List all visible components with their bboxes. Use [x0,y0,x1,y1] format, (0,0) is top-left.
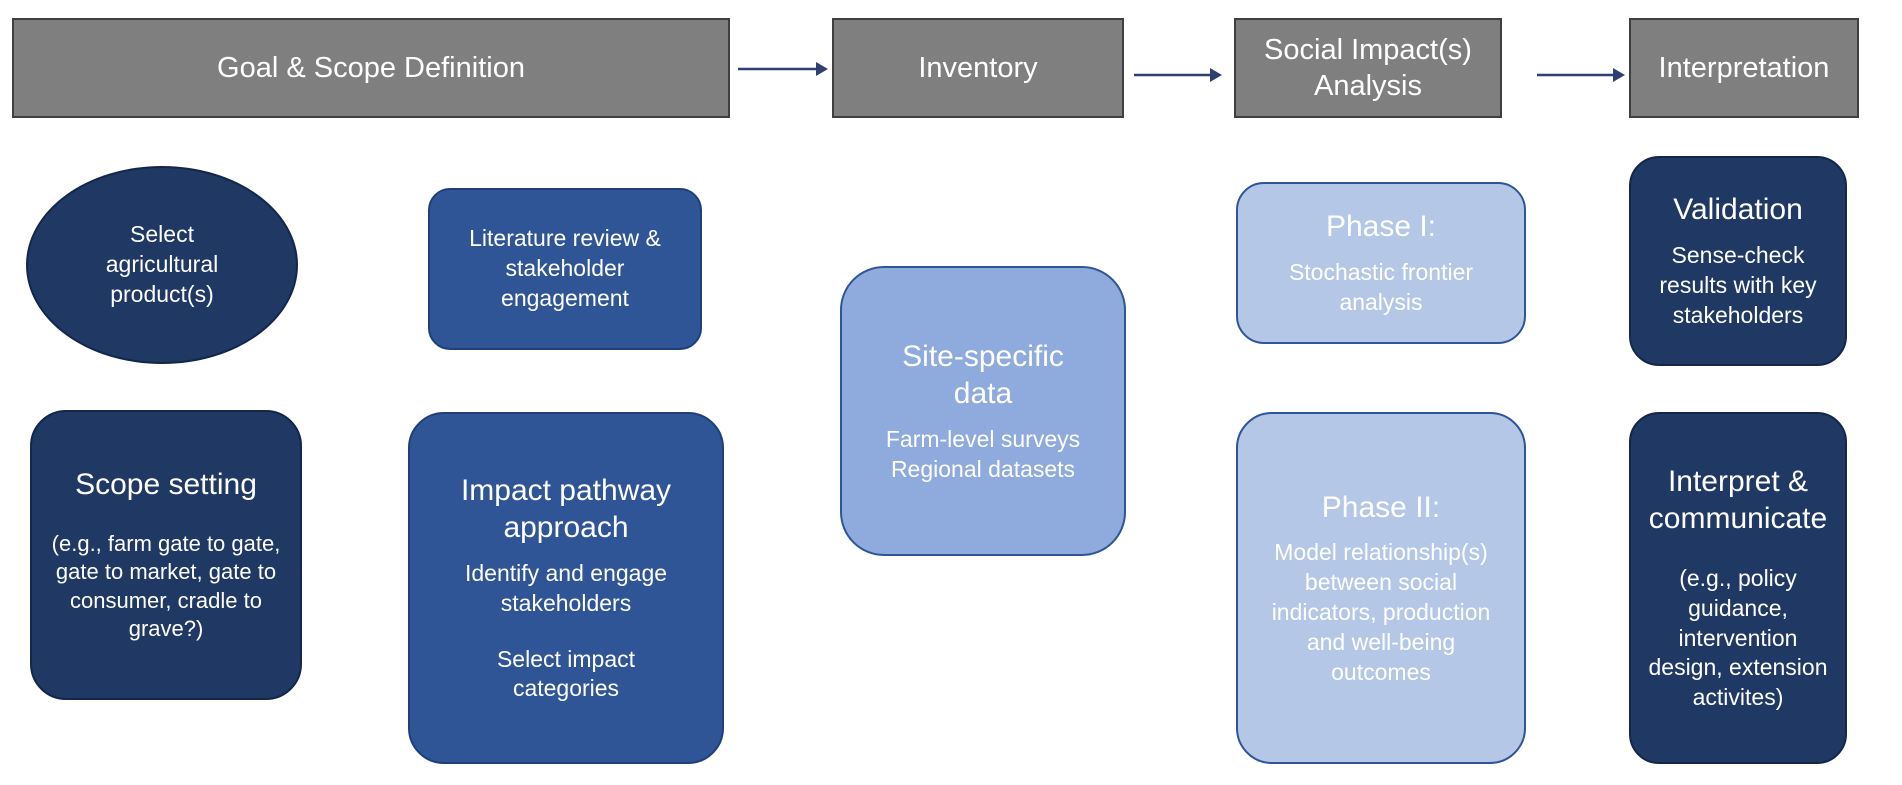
phase-2-box: Phase II: Model relationship(s) between … [1236,412,1526,764]
impact-pathway-title: Impact pathway approach [460,473,672,545]
interpret-communicate-box: Interpret & communicate (e.g., policy gu… [1629,412,1847,764]
header-goal-scope-label: Goal & Scope Definition [217,51,525,84]
arrow-icon [738,62,828,76]
phase-1-title: Phase I: [1325,210,1437,244]
arrow-icon [1537,68,1625,82]
validation-title: Validation [1673,193,1803,227]
phase-2-title: Phase II: [1321,490,1441,524]
literature-review-box: Literature review & stakeholder engageme… [428,188,702,350]
scope-setting-title: Scope setting [75,468,257,502]
interpret-communicate-title: Interpret & communicate [1648,464,1828,536]
select-product-label: Select agricultural product(s) [105,221,219,307]
inventory-line-2: Regional datasets [890,455,1076,482]
phase-1-box: Phase I: Stochastic frontier analysis [1236,182,1526,344]
validation-detail: Sense-check results with key stakeholder… [1659,241,1817,328]
impact-pathway-item-1: Identify and engage stakeholders [464,559,668,616]
header-interpretation-label: Interpretation [1658,51,1830,84]
header-goal-scope: Goal & Scope Definition [12,18,730,118]
scope-setting-box: Scope setting (e.g., farm gate to gate, … [30,410,302,700]
site-specific-data-title: Site-specific data [902,339,1064,411]
select-product-ellipse: Select agricultural product(s) [26,166,298,364]
validation-box: Validation Sense-check results with key … [1629,156,1847,366]
literature-review-label: Literature review & stakeholder engageme… [469,225,661,311]
impact-pathway-box: Impact pathway approach Identify and eng… [408,412,724,764]
scope-setting-detail: (e.g., farm gate to gate, gate to market… [51,530,281,642]
inventory-line-1: Farm-level surveys [885,425,1081,452]
site-specific-data-box: Site-specific data Farm-level surveys Re… [840,266,1126,556]
header-inventory: Inventory [832,18,1124,118]
phase-1-detail: Stochastic frontier analysis [1288,258,1474,315]
impact-pathway-item-2: Select impact categories [496,645,636,702]
header-social-impact-label: Social Impact(s) Analysis [1264,33,1472,102]
header-social-impact: Social Impact(s) Analysis [1234,18,1502,118]
header-interpretation: Interpretation [1629,18,1859,118]
header-inventory-label: Inventory [918,51,1038,84]
arrow-icon [1134,68,1222,82]
phase-2-detail: Model relationship(s) between social ind… [1271,539,1491,685]
interpret-communicate-detail: (e.g., policy guidance, intervention des… [1648,564,1828,711]
